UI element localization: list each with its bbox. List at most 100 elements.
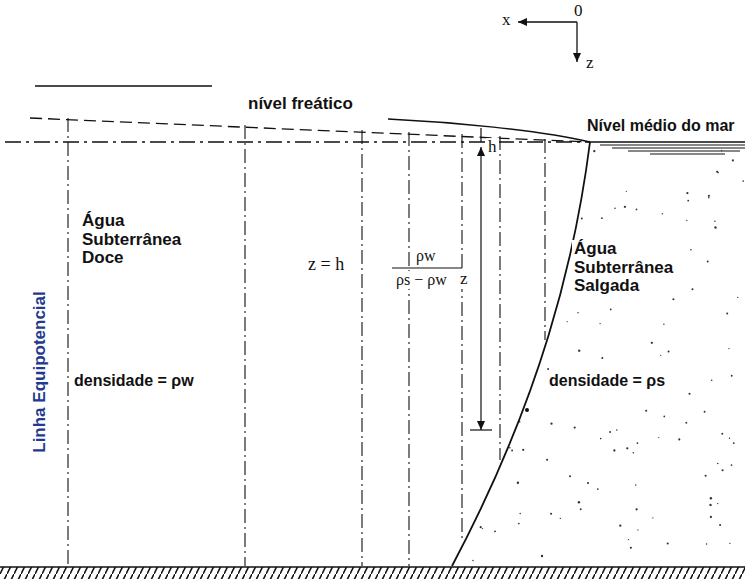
stipple-dot (667, 542, 669, 544)
stipple-dot (519, 513, 520, 514)
dimension-label: z (458, 270, 470, 289)
stipple-dot (729, 438, 730, 439)
stipple-dot (541, 555, 543, 557)
sea-level-label: Nível médio do mar (585, 117, 737, 135)
stipple-dot (522, 449, 524, 451)
stipple-dot (485, 236, 487, 238)
stipple-dot (613, 449, 615, 451)
sea-hatch (600, 145, 745, 154)
water-table (30, 118, 590, 142)
stipple-dot (691, 288, 693, 290)
axis-label: x (500, 11, 513, 30)
dot (525, 408, 529, 412)
stipple-dot (511, 450, 513, 452)
stipple-dot (550, 513, 552, 515)
stipple-dot (732, 159, 734, 161)
stipple-dot (523, 391, 525, 393)
stipple-dot (542, 151, 543, 152)
stipple-dot (652, 517, 653, 518)
stipple-dot (601, 217, 603, 219)
stipple-dot (710, 497, 712, 499)
stipple-dot (559, 287, 561, 289)
stipple-dot (635, 484, 636, 485)
axis-label: 0 (572, 2, 585, 21)
stipple-dot (547, 368, 549, 370)
stipple-dot (597, 488, 599, 490)
formula-text: z = h (306, 255, 346, 275)
stipple-dot (714, 221, 715, 222)
axis-label: z (584, 54, 596, 73)
stipple-dot (484, 408, 485, 409)
stipple-dot (578, 501, 580, 503)
stipple-dot (552, 317, 554, 319)
stipple-dot (480, 526, 482, 528)
stipple-dot (714, 226, 716, 228)
stipple-dot (599, 323, 600, 324)
x-axis (518, 21, 577, 22)
stipple-dot (658, 437, 659, 438)
stipple-dot (464, 466, 466, 468)
stipple-dot (686, 220, 687, 221)
stipple-dot (733, 442, 735, 444)
stipple-dot (717, 503, 718, 504)
stipple-dot (609, 431, 611, 433)
stipple-dot (722, 469, 724, 471)
stipple-dot (533, 299, 535, 301)
z-tick (470, 429, 492, 430)
stipple-dot (521, 337, 523, 339)
stipple-dot (508, 415, 509, 416)
stipple-dot (593, 150, 595, 152)
stipple-dot (721, 433, 723, 435)
stipple-dot (472, 560, 473, 561)
bedrock-line (0, 566, 745, 568)
stipple-dot (628, 539, 629, 540)
stipple-dot (624, 206, 626, 208)
stipple-dot (635, 508, 637, 510)
stipple-dot (708, 197, 710, 199)
stipple-dot (519, 421, 521, 423)
stipple-dot (687, 200, 689, 202)
stipple-dot (707, 260, 709, 262)
stipple-dot (567, 246, 569, 248)
stipple-dot (571, 187, 572, 188)
stipple-dot (626, 447, 628, 449)
stipple-dot (601, 357, 603, 359)
density-label: densidade = ρs (547, 372, 667, 390)
stipple-dot (716, 171, 718, 173)
stipple-dot (518, 523, 520, 525)
stipple-dot (460, 205, 461, 206)
stipple-dot (685, 422, 687, 424)
stipple-dot (690, 249, 692, 251)
stipple-dot (645, 410, 647, 412)
formula-denominator: ρs − ρw (394, 271, 449, 289)
stipple-dot (686, 192, 688, 194)
equipotential-lines (68, 118, 545, 566)
stipple-dot (488, 232, 490, 234)
stipple-dot (466, 262, 468, 264)
stipple-dot (737, 297, 738, 298)
stipple-dot (705, 475, 707, 477)
h-tick (480, 128, 481, 142)
stipple-dot (472, 317, 473, 318)
stipple-dot (668, 351, 670, 353)
stipple-dot (706, 543, 708, 545)
dimension-label: h (486, 138, 499, 157)
stipple-dot (729, 543, 730, 544)
stipple-dot (610, 309, 612, 311)
fraction-bar (392, 267, 462, 268)
stipple-dot (580, 508, 582, 510)
stipple-dot (672, 298, 674, 300)
salt-stipple (449, 150, 744, 561)
stipple-dot (566, 158, 568, 160)
stipple-dot (662, 213, 663, 214)
stipple-dot (546, 310, 548, 312)
stipple-dot (574, 427, 576, 429)
stipple-dot (546, 459, 548, 461)
stipple-dot (517, 482, 519, 484)
stipple-dot (577, 312, 578, 313)
stipple-dot (633, 452, 635, 454)
stipple-dot (616, 429, 618, 431)
stipple-dot (626, 191, 627, 192)
stipple-dot (717, 463, 719, 465)
